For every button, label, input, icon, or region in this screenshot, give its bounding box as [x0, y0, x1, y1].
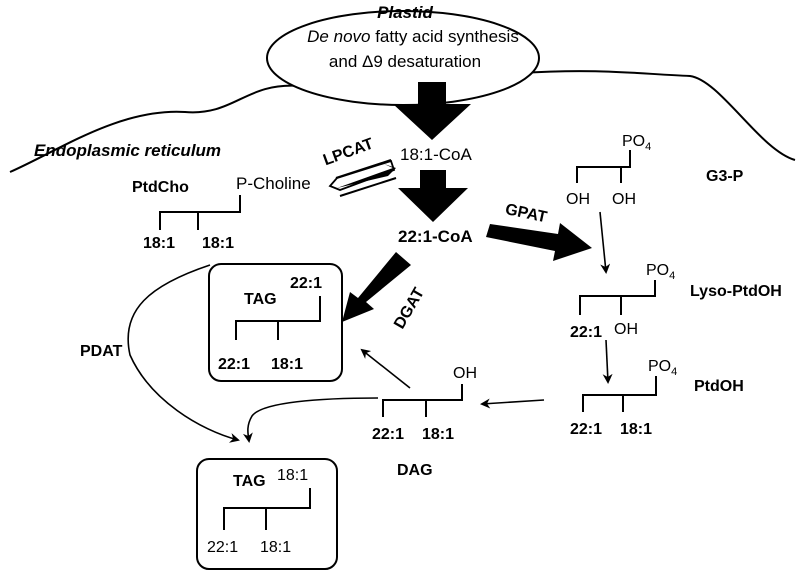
tag-lower-backbone [223, 488, 311, 530]
c18-to-c22-arrow [398, 170, 468, 222]
dag-oh-label: OH [453, 365, 477, 382]
ptdcho-chain-2: 18:1 [202, 235, 234, 252]
g3p-to-lyso-arrow [599, 211, 611, 274]
pdat-arrow [127, 264, 240, 443]
g3p-po4-label: PO4 [622, 133, 651, 153]
ptdcho-backbone [159, 195, 241, 230]
lpcat-arrow-to-coa [337, 164, 396, 188]
lyso-backbone [579, 280, 656, 315]
dag-to-tag-arrow [360, 348, 411, 389]
g3p-oh-2: OH [612, 191, 636, 208]
lyso-to-ptdoh-arrow [602, 339, 613, 384]
dag-label: DAG [397, 462, 433, 479]
tag-lower-chain-2: 18:1 [260, 539, 291, 556]
plastid-to-er-arrow [393, 82, 471, 140]
dag-to-lower-tag-arrow [242, 397, 379, 443]
pdat-label: PDAT [80, 343, 123, 360]
plastid-line-1: De novo fatty acid synthesis [307, 27, 519, 46]
tag-lower-chain-top: 18:1 [277, 467, 308, 484]
ptdoh-label: PtdOH [694, 378, 744, 395]
compartment-label: Endoplasmic reticulum [34, 141, 221, 160]
ptdcho-chain-1: 18:1 [143, 235, 175, 252]
lyso-po4-label: PO4 [646, 262, 675, 282]
ptdoh-chain-1: 22:1 [570, 421, 602, 438]
tag-upper-label: TAG [244, 291, 277, 308]
ptdoh-backbone [582, 376, 657, 412]
ptdoh-chain-2: 18:1 [620, 421, 652, 438]
dgat-label: DGAT [391, 285, 428, 332]
c22-coa-label: 22:1-CoA [398, 227, 473, 246]
dgat-arrow [342, 252, 411, 322]
tag-upper-backbone [235, 296, 321, 340]
tag-upper-chain-1: 22:1 [218, 356, 250, 373]
tag-upper-chain-2: 18:1 [271, 356, 303, 373]
lyso-oh: OH [614, 321, 638, 338]
c18-coa-label: 18:1-CoA [400, 145, 472, 164]
lyso-chain: 22:1 [570, 324, 602, 341]
g3p-oh-1: OH [566, 191, 590, 208]
dag-chain-2: 18:1 [422, 426, 454, 443]
ptdoh-po4-label: PO4 [648, 358, 677, 378]
g3p-label: G3-P [706, 168, 744, 185]
plastid-label: Plastid [377, 3, 433, 22]
dag-backbone [382, 384, 463, 417]
lpcat-line-upper [335, 159, 392, 179]
tag-box-upper [208, 263, 343, 382]
lpcat-label: LPCAT [321, 135, 376, 169]
tag-lower-label: TAG [233, 473, 266, 490]
dag-chain-1: 22:1 [372, 426, 404, 443]
p-choline-label: P-Choline [236, 174, 311, 193]
ptdcho-label: PtdCho [132, 179, 189, 196]
gpat-arrow [486, 223, 592, 261]
lpcat-line-lower [339, 177, 397, 197]
g3p-backbone [576, 150, 631, 183]
tag-upper-chain-top: 22:1 [290, 275, 322, 292]
lyso-ptdoh-label: Lyso-PtdOH [690, 283, 782, 300]
ptdoh-to-dag-arrow [480, 398, 545, 409]
tag-lower-chain-1: 22:1 [207, 539, 238, 556]
plastid-line-2: and Δ9 desaturation [329, 52, 481, 71]
gpat-label: GPAT [504, 201, 549, 226]
